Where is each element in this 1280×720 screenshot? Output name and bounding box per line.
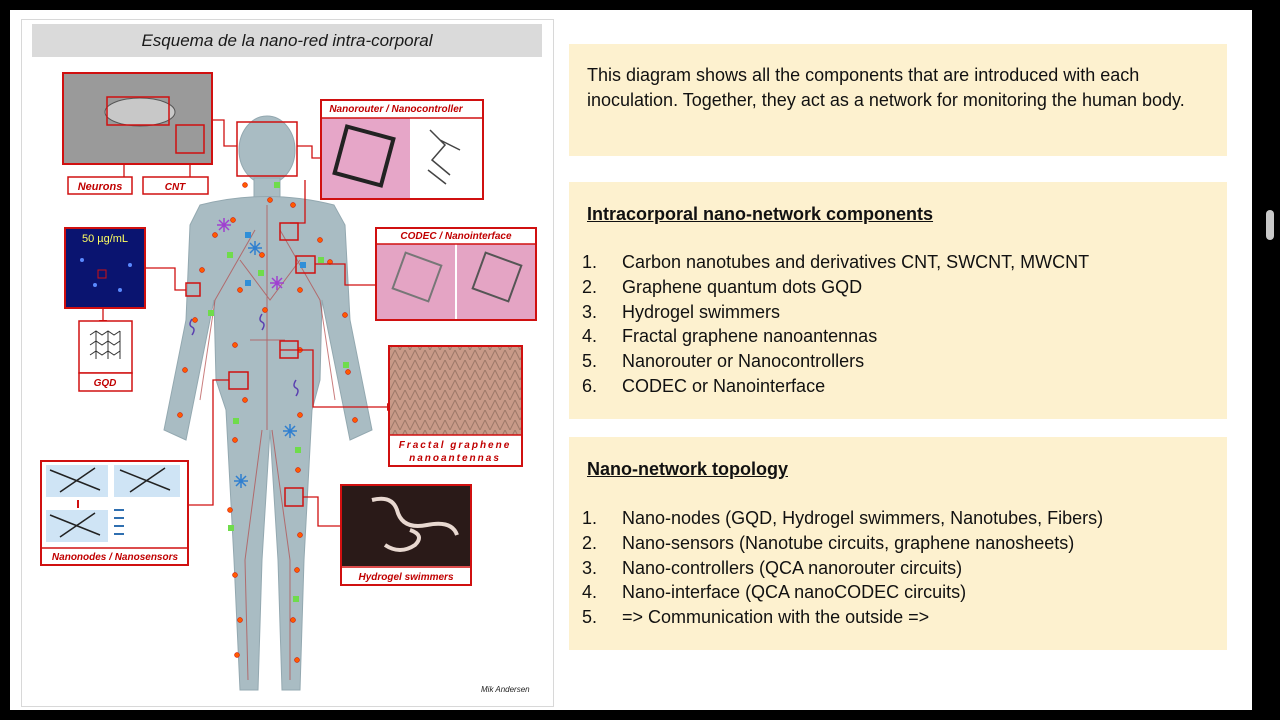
list-item: 5.=> Communication with the outside => (582, 607, 930, 628)
nanonodes-image (40, 460, 189, 566)
diagram-title: Esquema de la nano-red intra-corporal (32, 24, 542, 57)
components-card: Intracorporal nano-network components 1.… (569, 182, 1227, 419)
list-item: 3.Hydrogel swimmers (582, 301, 781, 322)
components-list: 1.Carbon nanotubes and derivatives CNT, … (582, 250, 1089, 399)
cnt-label: CNT (165, 182, 186, 193)
list-item: 1.Carbon nanotubes and derivatives CNT, … (582, 251, 1090, 272)
neurons-image (62, 72, 213, 165)
author-credit: Mik Andersen (481, 685, 530, 694)
gqd-structure (78, 320, 133, 392)
codec-box (375, 227, 537, 321)
list-item: 4.Fractal graphene nanoantennas (582, 326, 878, 347)
list-item: 6.CODEC or Nanointerface (582, 375, 826, 396)
codec-label: CODEC / Nanointerface (400, 231, 512, 242)
scrollbar-thumb[interactable] (1266, 210, 1274, 240)
nanorouter-label: Nanorouter / Nanocontroller (329, 104, 463, 115)
fractal-label-line2: nanoantennas (409, 453, 501, 464)
nanorouter-box (320, 99, 484, 200)
connector-lines (102, 119, 387, 527)
fractal-image (388, 345, 523, 467)
list-item: 2.Nano-sensors (Nanotube circuits, graph… (582, 532, 1075, 553)
nanosensor-squares (208, 182, 349, 602)
neurons-label: Neurons (78, 181, 123, 193)
topology-list: 1.Nano-nodes (GQD, Hydrogel swimmers, Na… (582, 506, 1103, 630)
list-item: 4.Nano-interface (QCA nanoCODEC circuits… (582, 582, 967, 603)
blood-vessels (199, 205, 336, 681)
gqd-squares (245, 232, 306, 286)
topology-card: Nano-network topology 1.Nano-nodes (GQD,… (569, 437, 1227, 650)
gqd-image (64, 227, 146, 309)
nano-network-diagram: Neurons CNT Nanorouter / Nanocontroller … (40, 72, 537, 691)
fractal-label-line1: Fractal graphene (399, 440, 512, 451)
hydrogel-label: Hydrogel swimmers (358, 572, 453, 583)
gqd-concentration: 50 µg/mL (82, 233, 128, 245)
components-heading: Intracorporal nano-network components (587, 204, 934, 224)
intro-card: This diagram shows all the components th… (569, 44, 1227, 156)
gqd-label: GQD (94, 378, 117, 389)
nanonodes-label: Nanonodes / Nanosensors (52, 552, 179, 563)
list-item: 2.Graphene quantum dots GQD (582, 276, 863, 297)
nanoantenna-asterisks (217, 218, 297, 488)
hydrogel-squiggles (189, 313, 299, 397)
topology-heading: Nano-network topology (587, 459, 788, 479)
intro-text: This diagram shows all the components th… (587, 65, 1185, 110)
list-item: 1.Nano-nodes (GQD, Hydrogel swimmers, Na… (582, 507, 1104, 528)
list-item: 3.Nano-controllers (QCA nanorouter circu… (582, 557, 963, 578)
hydrogel-image (340, 484, 472, 586)
list-item: 5.Nanorouter or Nanocontrollers (582, 351, 865, 372)
human-body (163, 115, 373, 691)
